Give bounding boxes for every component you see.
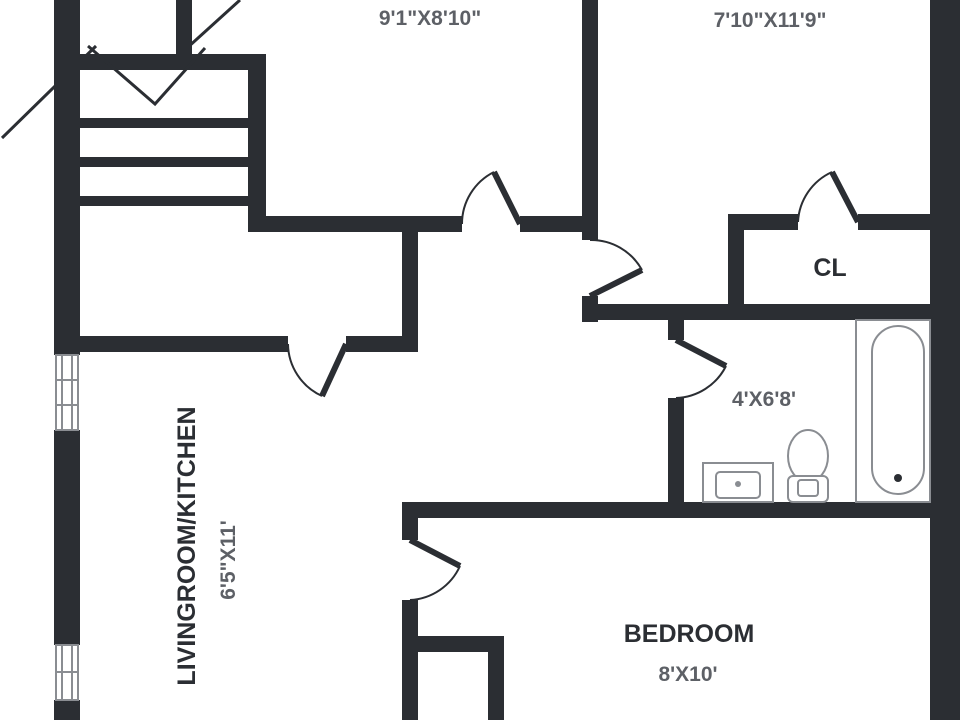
window-upper <box>55 354 79 431</box>
room2-dimensions: 7'10"X11'9" <box>714 9 827 32</box>
living-kitchen-dimensions: 6'5"X11' <box>217 520 240 600</box>
stair-tread <box>80 157 250 167</box>
bath-fixtures <box>702 319 931 503</box>
wall-bedroom-top <box>402 502 930 518</box>
wall-bath-left-a <box>668 304 684 340</box>
wall-closet-top-a <box>728 214 798 230</box>
wall-stub-top <box>176 0 192 58</box>
bathtub-icon <box>855 319 931 503</box>
stair-arrow <box>0 0 242 140</box>
wall-room1-bottom-a <box>248 216 462 232</box>
wall-lower-closet-right <box>488 636 504 720</box>
wall-bath-top <box>582 304 930 320</box>
wall-left-exterior <box>54 0 80 355</box>
bathroom-dimensions: 4'X6'8' <box>732 388 796 411</box>
wall-lower-closet-top <box>418 636 504 652</box>
wall-closet-top-b <box>858 214 930 230</box>
toilet-icon <box>787 429 829 503</box>
sink-icon <box>702 462 774 503</box>
bedroom-label: BEDROOM <box>624 620 755 648</box>
window-lower <box>55 644 79 701</box>
wall-partition-top <box>582 0 598 240</box>
room1-dimensions: 9'1"X8'10" <box>379 7 481 30</box>
wall-left-exterior-mid <box>54 430 80 645</box>
wall-bedroom-left-a <box>402 502 418 540</box>
door-room1 <box>460 170 523 226</box>
wall-living-top-a <box>80 336 288 352</box>
labels: 9'1"X8'10" 7'10"X11'9" CL 4'X6'8' LIVING… <box>173 7 847 686</box>
wall-right-exterior <box>930 0 960 720</box>
stair-tread <box>80 196 250 206</box>
stair-tread <box>80 118 250 128</box>
living-kitchen-label: LIVINGROOM/KITCHEN <box>173 406 201 685</box>
wall-room1-bottom-b <box>520 216 598 232</box>
wall-bedroom-left-b <box>402 600 418 720</box>
wall-left-exterior-low <box>54 700 80 720</box>
wall-stair-top <box>80 54 266 70</box>
windows <box>55 354 79 701</box>
door-bedroom <box>408 537 462 601</box>
bedroom-dimensions: 8'X10' <box>658 663 717 686</box>
wall-living-top-b <box>346 336 418 352</box>
door-bathroom <box>674 337 728 399</box>
wall-stair-right <box>248 54 266 232</box>
closet-label: CL <box>813 254 846 282</box>
stairs <box>80 118 250 206</box>
door-living <box>287 342 349 398</box>
wall-corridor-right <box>402 232 418 352</box>
doors <box>287 170 861 601</box>
walls <box>54 0 960 720</box>
door-room2 <box>588 238 644 299</box>
wall-closet-left <box>728 214 744 320</box>
door-closet <box>797 170 861 224</box>
wall-bath-left-b <box>668 398 684 504</box>
